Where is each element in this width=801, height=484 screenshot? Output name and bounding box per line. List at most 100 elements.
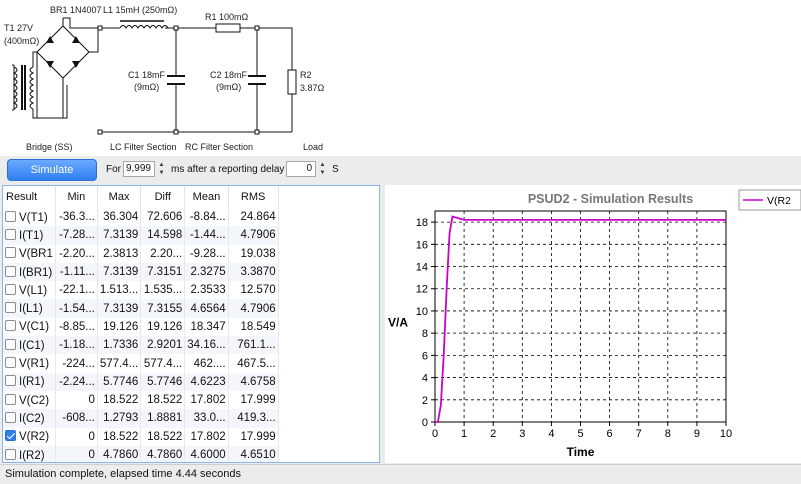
node-terminals <box>97 25 260 135</box>
result-checkbox[interactable] <box>5 247 16 259</box>
result-name-cell: I(C1) <box>3 336 56 355</box>
result-name: V(T1) <box>19 211 48 224</box>
result-diff-cell: 5.7746 <box>140 372 186 391</box>
result-min-cell: -1.54... <box>55 299 98 318</box>
result-name: V(BR1 <box>19 248 53 261</box>
delay-input[interactable]: 0 <box>286 161 316 177</box>
result-mean-cell: 2.3275 <box>184 262 229 282</box>
circuit-schematic: BR1 1N4007 L1 15mH (250mΩ) R1 100mΩ T1 2… <box>0 0 801 156</box>
result-mean-cell: 4.6564 <box>184 299 229 318</box>
result-checkbox[interactable] <box>5 228 16 240</box>
result-rms-cell: 24.864 <box>228 208 279 227</box>
result-checkbox[interactable] <box>5 448 16 460</box>
result-name: I(BR1) <box>19 266 53 279</box>
result-rms-cell: 17.999 <box>228 390 279 410</box>
result-name: V(R1) <box>19 358 50 371</box>
simulate-button[interactable]: Simulate <box>7 159 97 181</box>
result-diff-cell: 72.606 <box>140 208 186 227</box>
x-tick-label: 10 <box>720 428 732 440</box>
result-checkbox[interactable] <box>5 210 16 222</box>
y-tick-label: 0 <box>422 417 428 429</box>
result-name-cell: I(C2) <box>3 409 56 428</box>
result-checkbox[interactable] <box>5 430 16 442</box>
result-checkbox[interactable] <box>5 320 16 332</box>
result-name-cell: V(BR1 <box>3 244 56 263</box>
x-tick-label: 0 <box>432 428 438 440</box>
result-max-cell: 1.2793 <box>97 409 142 428</box>
column-header-rms[interactable]: RMS <box>228 186 279 208</box>
duration-stepper[interactable]: ▲▼ <box>158 162 165 176</box>
inductor-l1 <box>119 25 169 29</box>
result-max-cell: 4.7860 <box>97 445 142 462</box>
t1-resistance: (400mΩ) <box>4 36 39 46</box>
x-axis-label: Time <box>567 445 595 459</box>
c2-label: C2 18mF <box>210 70 248 80</box>
result-rms-cell: 4.6758 <box>228 372 279 391</box>
bridge-diodes <box>46 36 80 68</box>
table-row[interactable]: V(R1)-224...577.4...577.4...462....467.5… <box>3 354 279 373</box>
result-name-cell: I(R2) <box>3 445 56 462</box>
result-rms-cell: 3.3870 <box>228 262 279 282</box>
result-checkbox[interactable] <box>5 375 16 387</box>
result-min-cell: -224... <box>55 354 98 373</box>
result-name: V(C2) <box>19 394 50 407</box>
result-checkbox[interactable] <box>5 265 16 277</box>
result-diff-cell: 2.9201 <box>140 336 186 355</box>
column-header-min[interactable]: Min <box>55 186 98 208</box>
result-diff-cell: 19.126 <box>140 317 186 337</box>
section-rc-filter: RC Filter Section <box>185 142 253 152</box>
result-name: V(C1) <box>19 321 50 334</box>
delay-stepper[interactable]: ▲▼ <box>319 162 326 176</box>
x-tick-label: 2 <box>490 428 496 440</box>
result-diff-cell: 18.522 <box>140 427 186 446</box>
result-checkbox[interactable] <box>5 302 16 314</box>
result-max-cell: 7.3139 <box>97 262 142 282</box>
result-checkbox[interactable] <box>5 338 16 350</box>
x-tick-label: 6 <box>607 428 613 440</box>
result-checkbox[interactable] <box>5 393 16 405</box>
result-mean-cell: 2.3533 <box>184 281 229 300</box>
result-rms-cell: 17.999 <box>228 427 279 446</box>
y-axis-label: V/A <box>388 316 408 330</box>
result-max-cell: 577.4... <box>97 354 142 373</box>
result-min-cell: 0 <box>55 427 98 446</box>
column-header-max[interactable]: Max <box>97 186 142 208</box>
result-max-cell: 1.513... <box>97 281 142 300</box>
result-checkbox[interactable] <box>5 357 16 369</box>
result-mean-cell: -8.84... <box>184 208 229 227</box>
result-min-cell: -2.24... <box>55 372 98 391</box>
column-header-result[interactable]: Result <box>3 186 56 208</box>
column-header-diff[interactable]: Diff <box>140 186 186 208</box>
resistor-r1 <box>215 23 241 33</box>
y-tick-label: 12 <box>416 284 428 296</box>
result-max-cell: 7.3139 <box>97 299 142 318</box>
result-checkbox[interactable] <box>5 283 16 295</box>
chart-title: PSUD2 - Simulation Results <box>528 192 693 206</box>
c1-esr: (9mΩ) <box>134 82 159 92</box>
result-min-cell: -7.28... <box>55 226 98 245</box>
duration-input[interactable]: 9,999 <box>123 161 155 177</box>
result-name-cell: V(C1) <box>3 317 56 337</box>
result-min-cell: -8.85... <box>55 317 98 337</box>
column-header-mean[interactable]: Mean <box>184 186 229 208</box>
resistor-r2 <box>287 69 297 95</box>
result-min-cell: 0 <box>55 390 98 410</box>
result-checkbox[interactable] <box>5 411 16 423</box>
result-rms-cell: 4.6510 <box>228 445 279 462</box>
result-name-cell: I(T1) <box>3 226 56 245</box>
